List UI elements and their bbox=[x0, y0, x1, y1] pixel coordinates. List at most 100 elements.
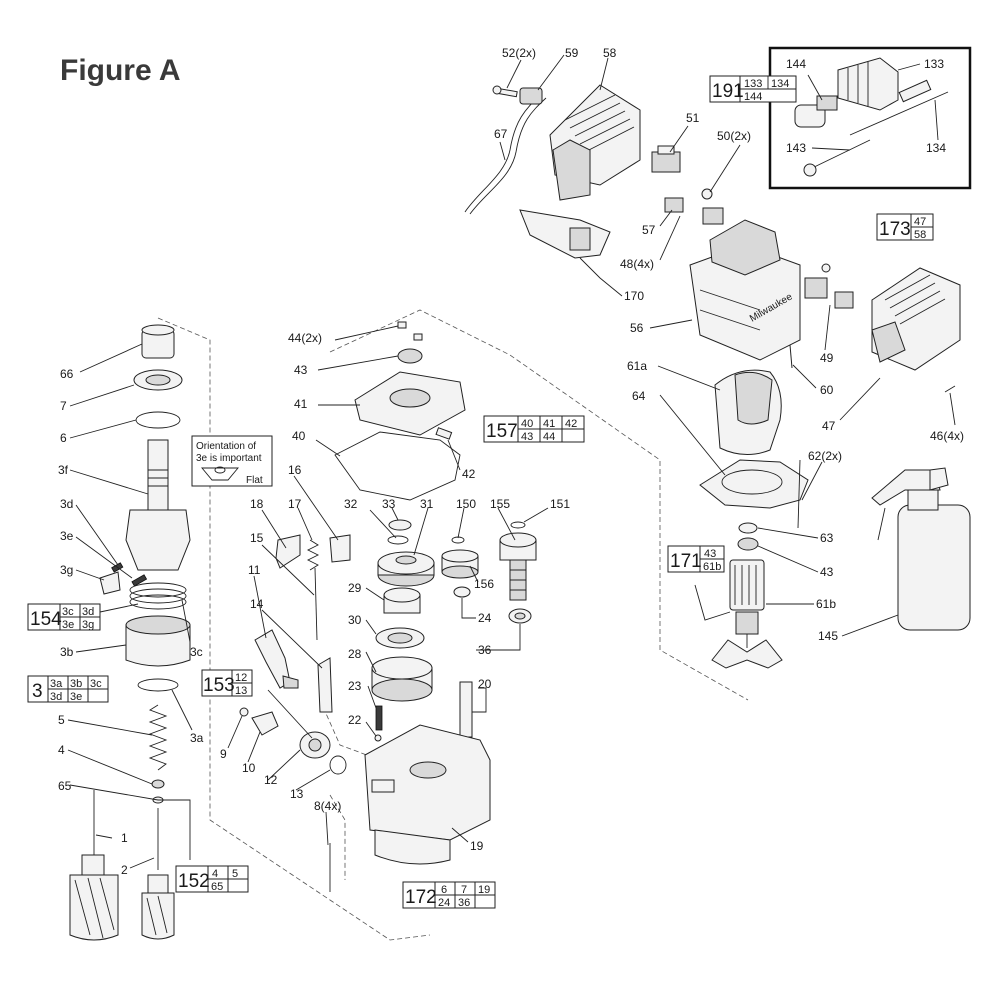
spring-17 bbox=[306, 539, 320, 571]
plate-14 bbox=[317, 657, 333, 713]
pin-60 bbox=[789, 344, 793, 369]
label-143: 143 bbox=[786, 141, 806, 155]
svg-text:3c: 3c bbox=[62, 606, 74, 618]
washer-33 bbox=[388, 519, 412, 531]
label-133: 133 bbox=[924, 57, 944, 71]
svg-text:152: 152 bbox=[178, 871, 210, 892]
label-42: 42 bbox=[462, 467, 476, 481]
label-52: 52(2x) bbox=[502, 46, 536, 60]
label-20: 20 bbox=[478, 677, 492, 691]
label-24: 24 bbox=[478, 611, 492, 625]
svg-text:19: 19 bbox=[478, 884, 490, 896]
bearing-43-upper bbox=[737, 537, 759, 551]
label-3g: 3g bbox=[60, 563, 73, 577]
vent-42 bbox=[435, 427, 453, 440]
label-41: 41 bbox=[294, 397, 308, 411]
gear-plate-41 bbox=[354, 371, 466, 436]
pin-23 bbox=[375, 705, 383, 731]
label-170: 170 bbox=[624, 289, 644, 303]
key-20 bbox=[459, 681, 473, 738]
svg-text:4: 4 bbox=[212, 868, 218, 880]
svg-text:3g: 3g bbox=[82, 619, 94, 631]
svg-text:3a: 3a bbox=[50, 678, 63, 690]
label-62: 62(2x) bbox=[808, 449, 842, 463]
label-3c: 3c bbox=[190, 645, 203, 659]
collar-3b bbox=[125, 615, 191, 667]
gear-assembly bbox=[329, 321, 537, 892]
svg-text:3: 3 bbox=[32, 681, 43, 702]
label-17: 17 bbox=[288, 497, 302, 511]
kit-154: 154 3c 3d 3e 3g bbox=[27, 603, 101, 631]
svg-text:153: 153 bbox=[203, 675, 235, 696]
chuck-133 bbox=[837, 57, 899, 111]
kit-191: 191 133 134 144 bbox=[709, 75, 797, 103]
arbor-134 bbox=[849, 79, 949, 136]
label-46: 46(4x) bbox=[930, 429, 964, 443]
rod-15 bbox=[314, 567, 318, 641]
pawl-3g bbox=[99, 571, 121, 595]
svg-text:154: 154 bbox=[30, 609, 62, 630]
gear-155 bbox=[499, 532, 537, 601]
label-145: 145 bbox=[818, 629, 838, 643]
label-43-right: 43 bbox=[820, 565, 834, 579]
spray-bottle-145 bbox=[871, 467, 971, 631]
bearing-24 bbox=[453, 586, 471, 598]
label-67: 67 bbox=[494, 127, 508, 141]
label-1: 1 bbox=[121, 831, 128, 845]
spindle-3f bbox=[125, 439, 191, 571]
label-3f: 3f bbox=[58, 463, 69, 477]
washer-4 bbox=[151, 779, 165, 789]
kit-171: 171 43 61b bbox=[667, 545, 725, 573]
svg-text:58: 58 bbox=[914, 229, 926, 241]
svg-text:5: 5 bbox=[232, 868, 238, 880]
label-60: 60 bbox=[820, 383, 834, 397]
label-3e: 3e bbox=[60, 529, 74, 543]
ball-22 bbox=[374, 734, 382, 742]
label-32: 32 bbox=[344, 497, 358, 511]
svg-text:144: 144 bbox=[744, 91, 762, 103]
brush-holder-50 bbox=[702, 207, 724, 225]
label-63: 63 bbox=[820, 531, 834, 545]
label-23: 23 bbox=[348, 679, 362, 693]
label-11: 11 bbox=[248, 563, 261, 577]
label-155: 155 bbox=[490, 497, 510, 511]
label-134: 134 bbox=[926, 141, 946, 155]
svg-text:3e: 3e bbox=[62, 619, 74, 631]
cutter-large bbox=[69, 854, 119, 941]
label-33: 33 bbox=[382, 497, 396, 511]
label-61a: 61a bbox=[627, 359, 647, 373]
kit-173: 173 47 58 bbox=[876, 213, 934, 241]
label-3a: 3a bbox=[190, 731, 204, 745]
svg-text:41: 41 bbox=[543, 418, 555, 430]
svg-text:157: 157 bbox=[486, 421, 518, 442]
label-144: 144 bbox=[786, 57, 806, 71]
label-5: 5 bbox=[58, 713, 65, 727]
lever-11 bbox=[254, 629, 299, 689]
cord-handle-group bbox=[464, 84, 724, 259]
brush-cap-49 bbox=[804, 263, 854, 309]
orientation-note: Orientation of 3e is important Flat bbox=[191, 435, 273, 487]
gear-28 bbox=[371, 656, 433, 702]
lever-assembly bbox=[239, 534, 351, 775]
label-28: 28 bbox=[348, 647, 362, 661]
washer-63 bbox=[738, 522, 758, 534]
gasket-40 bbox=[334, 431, 461, 501]
bearing-43 bbox=[397, 348, 423, 364]
note-flat: Flat bbox=[246, 475, 263, 486]
svg-text:12: 12 bbox=[235, 672, 247, 684]
label-16: 16 bbox=[288, 463, 302, 477]
field-61a bbox=[714, 369, 782, 455]
svg-text:6: 6 bbox=[441, 884, 447, 896]
retaining-ring-6 bbox=[135, 411, 181, 429]
svg-text:47: 47 bbox=[914, 216, 926, 228]
leader-lines bbox=[67, 54, 956, 869]
ring-3a bbox=[137, 678, 179, 692]
kit-152: 152 4 5 65 bbox=[175, 865, 249, 893]
gear-156 bbox=[441, 549, 479, 579]
svg-text:3d: 3d bbox=[82, 606, 94, 618]
label-65: 65 bbox=[58, 779, 72, 793]
label-19: 19 bbox=[470, 839, 484, 853]
label-151: 151 bbox=[550, 497, 570, 511]
